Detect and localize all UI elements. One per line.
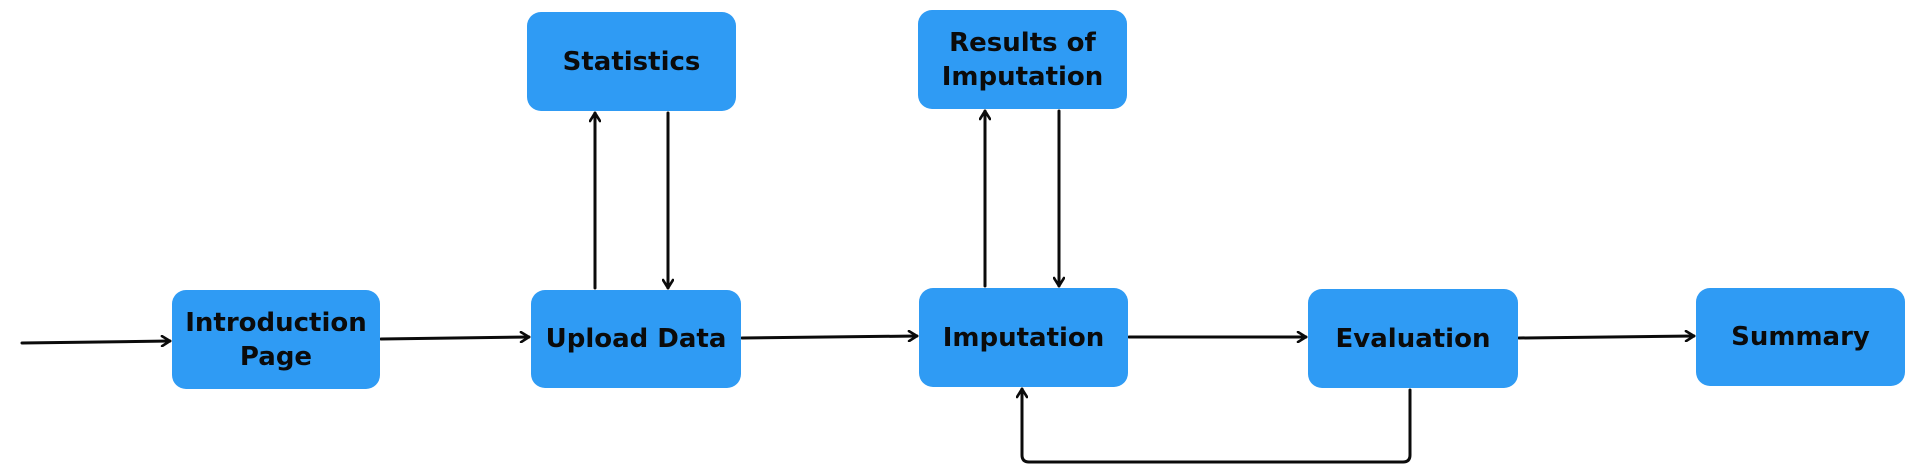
node-introduction-page-label: Introduction Page: [185, 307, 367, 372]
node-statistics-label: Statistics: [562, 46, 701, 77]
node-results-of-imputation: Results of Imputation: [918, 10, 1127, 109]
node-upload-data-label: Upload Data: [545, 324, 727, 354]
edge-start-to-intro: [20, 341, 172, 343]
edge-evaluation-to-summary: [1517, 336, 1696, 338]
node-imputation: Imputation: [919, 288, 1128, 387]
node-upload-data: Upload Data: [531, 290, 741, 388]
edge-upload-to-imputation: [740, 336, 919, 338]
node-summary: Summary: [1696, 288, 1905, 386]
node-results-of-imputation-label: Results of Imputation: [941, 27, 1104, 92]
node-summary-label: Summary: [1731, 322, 1870, 352]
edge-evaluation-to-imputation: [1022, 387, 1412, 464]
edge-intro-to-upload: [379, 337, 531, 339]
node-imputation-label: Imputation: [942, 322, 1105, 353]
node-statistics: Statistics: [527, 12, 736, 111]
node-introduction-page: Introduction Page: [172, 290, 380, 389]
node-evaluation-label: Evaluation: [1335, 323, 1491, 354]
node-evaluation: Evaluation: [1308, 289, 1518, 388]
